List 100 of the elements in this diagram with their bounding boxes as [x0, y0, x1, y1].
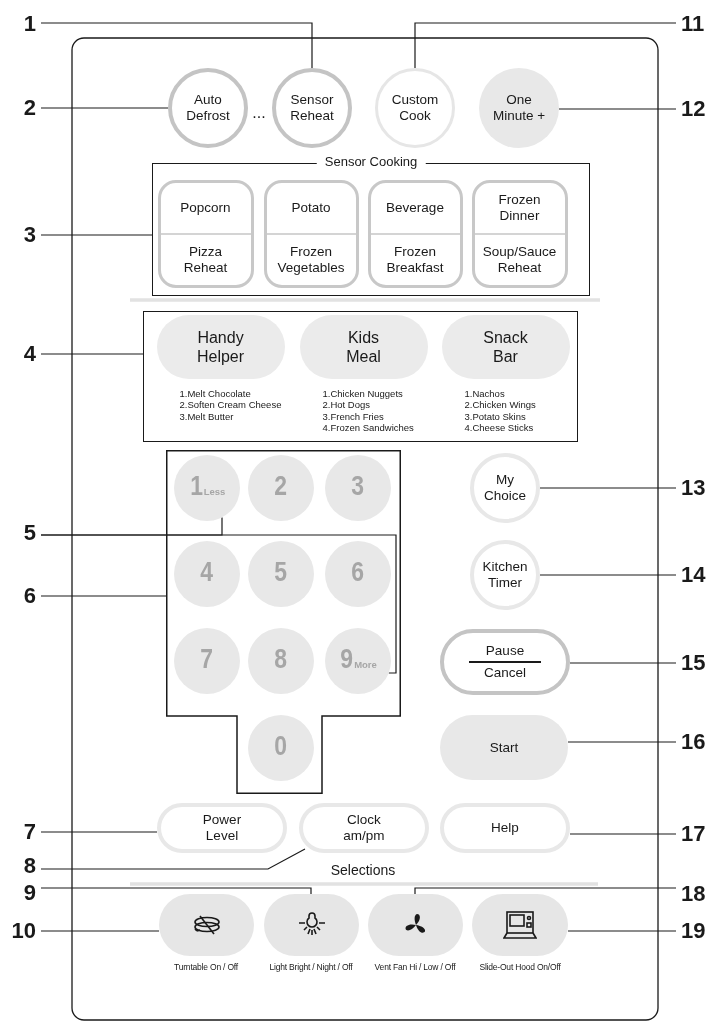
callout-number: 2 [8, 94, 36, 122]
key-hint: Less [203, 486, 226, 497]
callout-number: 9 [8, 879, 36, 907]
button-label: Pizza Reheat [182, 243, 229, 276]
leader-line [40, 930, 160, 932]
menu-item-text: 1.Chicken Nuggets [322, 387, 403, 399]
button-label: My Choice [483, 472, 527, 504]
button-caption: Slide-Out Hood On/Off [479, 962, 561, 972]
button-label: Kitchen Timer [481, 559, 529, 591]
button-label: One Minute + [491, 92, 547, 124]
button-label: Clock am/pm [342, 812, 386, 844]
sensor-button [367, 179, 463, 288]
leader-line [569, 662, 677, 664]
button-label: Kids Meal [345, 327, 382, 366]
button-label: Frozen Breakfast [385, 243, 445, 276]
callout-number: 12 [681, 95, 715, 123]
pill-button [440, 803, 570, 853]
ellipsis-text: ... [252, 104, 266, 122]
callout-number: 18 [681, 880, 715, 908]
callout-number: 14 [681, 561, 715, 589]
leader-line [40, 831, 158, 833]
button-label: Start [489, 739, 519, 756]
callout-number: 16 [681, 728, 715, 756]
menu-item-text: 1.Melt Chocolate [179, 387, 251, 399]
group-heading: Sensor Cooking [316, 154, 426, 169]
section-heading: Selections [330, 862, 396, 878]
pill-button [299, 803, 429, 853]
sensor-button [263, 179, 359, 288]
button-caption: Light Bright / Night / Off [269, 962, 353, 972]
keypad-frame [166, 450, 401, 794]
callout-number: 7 [8, 818, 36, 846]
menu-item-text: 2.Chicken Wings [464, 399, 536, 411]
button-caption: Vent Fan Hi / Low / Off [374, 962, 456, 972]
key-digit: 9 [340, 644, 354, 675]
menu-item-text: 2.Soften Cream Cheese [179, 399, 282, 411]
leader-line [40, 353, 144, 355]
leader-line [40, 595, 167, 597]
callout-number: 10 [4, 917, 36, 945]
leader-line [40, 848, 306, 870]
button-label: Snack Bar [482, 327, 529, 366]
leader-line [539, 487, 677, 489]
sensor-button [471, 179, 568, 288]
group-frame [143, 311, 578, 442]
menu-item-text: 3.Potato Skins [464, 410, 526, 422]
leader-line [567, 741, 677, 743]
menu-item-text: 3.French Fries [322, 410, 384, 422]
menu-item-text: 4.Frozen Sandwiches [322, 422, 414, 434]
callout-number: 17 [681, 820, 715, 848]
key-digit: 3 [351, 471, 365, 502]
callout-number: 3 [8, 221, 36, 249]
leader-line [414, 22, 677, 69]
leader-line [40, 22, 313, 69]
key-digit: 5 [274, 557, 288, 588]
button-label: Pause [485, 643, 525, 660]
button-label: Power Level [201, 812, 243, 844]
key-digit: 2 [274, 471, 288, 502]
leader-line [40, 534, 397, 674]
menu-item-text: 1.Nachos [464, 387, 505, 399]
button-label: Handy Helper [195, 327, 246, 366]
leader-line [414, 887, 677, 895]
button-label: Sensor Reheat [289, 92, 335, 124]
button-caption: Turntable On / Off [174, 962, 238, 972]
leader-line [40, 234, 153, 236]
leader-line [539, 574, 677, 576]
menu-item-text: 3.Melt Butter [179, 410, 234, 422]
button-label: Custom Cook [390, 92, 440, 124]
callout-number: 5 [8, 519, 36, 547]
leader-line [40, 887, 312, 895]
callout-number: 1 [8, 10, 36, 38]
key-digit: 4 [200, 557, 214, 588]
button-label: Auto Defrost [185, 92, 231, 124]
key-digit: 1 [189, 471, 203, 502]
button-label: Cancel [484, 664, 526, 681]
button-label: Popcorn [180, 199, 231, 216]
button-label: Frozen Vegetables [276, 243, 346, 276]
leader-line [558, 108, 677, 110]
pill-button [157, 803, 287, 853]
key-digit: 7 [200, 644, 214, 675]
leader-line [40, 107, 169, 109]
key-digit: 6 [351, 557, 365, 588]
button-label: Soup/Sauce Reheat [482, 243, 557, 276]
key-hint: More [354, 659, 377, 670]
callout-number: 8 [8, 852, 36, 880]
callout-number: 13 [681, 474, 715, 502]
button-label: Potato [291, 199, 331, 216]
callout-number: 19 [681, 917, 715, 945]
callout-number: 15 [681, 649, 715, 677]
button-label: Beverage [386, 199, 444, 216]
button-label: Help [491, 820, 519, 836]
menu-item-text: 2.Hot Dogs [322, 399, 371, 411]
leader-line [567, 930, 677, 932]
callout-number: 11 [681, 10, 715, 38]
key-digit: 0 [274, 731, 288, 762]
button-label: Frozen Dinner [497, 191, 542, 224]
callout-number: 4 [8, 340, 36, 368]
sensor-button [157, 179, 254, 288]
leader-line [569, 833, 677, 835]
callout-number: 6 [8, 582, 36, 610]
key-digit: 8 [274, 644, 288, 675]
menu-item-text: 4.Cheese Sticks [464, 422, 534, 434]
